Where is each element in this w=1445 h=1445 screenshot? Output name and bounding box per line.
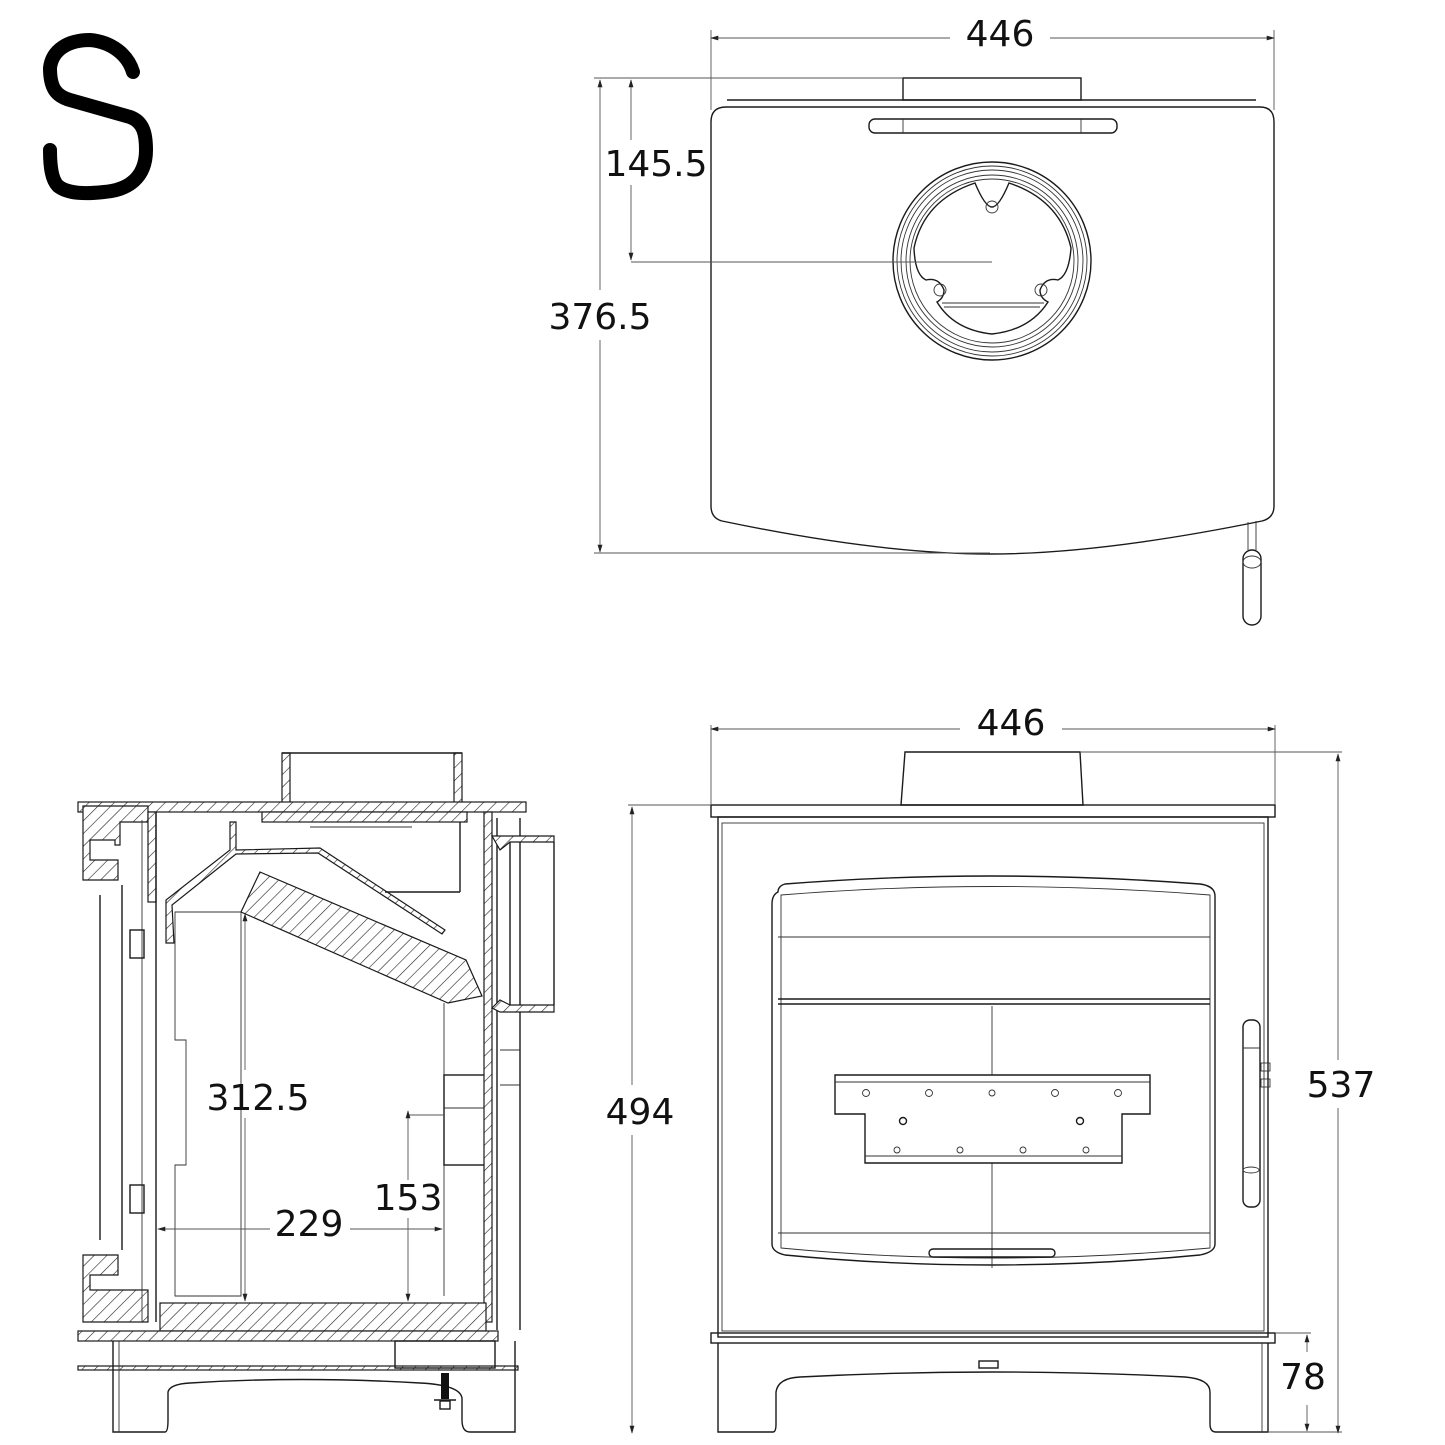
front-view-width-label: 446 [977,703,1046,744]
riddling-handle [1242,521,1262,626]
side-section-view: 312.5 153 229 [77,752,555,1433]
grate-bracket [834,1074,1151,1164]
variant-mark-s [43,33,153,201]
firebox-height-label: 312.5 [206,1078,309,1119]
flue-center-depth-label: 145.5 [604,144,707,185]
firebox-depth-label: 229 [275,1204,344,1245]
overall-height-label: 537 [1307,1065,1376,1106]
top-view: 446 376.5 145.5 [548,14,1275,626]
body-height-label: 494 [606,1092,675,1133]
top-view-depth-label: 376.5 [548,297,651,338]
door-handle [1242,1019,1271,1208]
top-view-width-label: 446 [966,14,1035,55]
front-view: 446 537 494 78 [606,703,1376,1434]
base-height-label: 78 [1280,1357,1326,1398]
rear-outlet-height-label: 153 [374,1178,443,1219]
flue-spigot-rings [892,161,1092,361]
